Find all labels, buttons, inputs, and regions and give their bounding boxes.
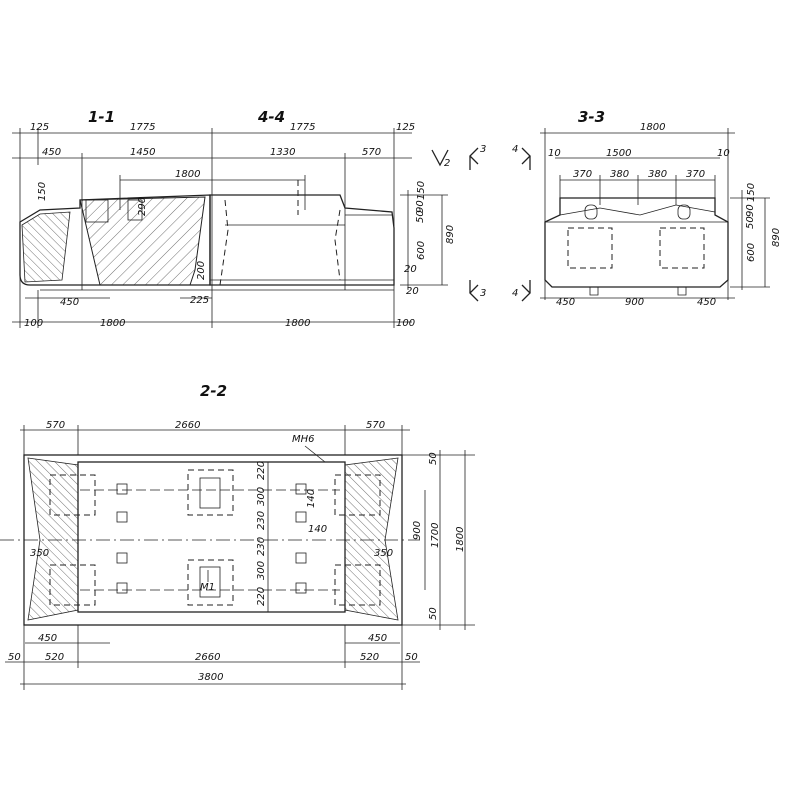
dim-380-a: 380 (610, 169, 629, 180)
dim-290: 290 (137, 197, 148, 216)
section-label-3-3: 3-3 (578, 108, 605, 126)
dim-10-right: 10 (717, 148, 730, 159)
dim-1500: 1500 (606, 148, 631, 159)
dim-100-right: 100 (396, 318, 415, 329)
section-mark-2: 2 (444, 158, 450, 169)
dim-200: 200 (196, 261, 207, 280)
block-right-elevation (209, 194, 395, 286)
dim-r90: 90 (415, 200, 426, 213)
dim-r50b: 50 (428, 607, 439, 620)
dim-2660-plan-top: 2660 (175, 420, 200, 431)
dim-450-plan-a: 450 (38, 633, 57, 644)
dim-1330: 1330 (270, 147, 295, 158)
dim-50-plan-b: 50 (405, 652, 418, 663)
dim-570-plan-a: 570 (46, 420, 65, 431)
dim-50-plan-a: 50 (8, 652, 21, 663)
dim-150-33: 150 (746, 183, 757, 202)
dim-1450: 1450 (130, 147, 155, 158)
dim-c230b: 230 (256, 537, 267, 556)
plan-2-2: 2-2 570 2660 570 МН6 (0, 382, 475, 690)
dim-450-33a: 450 (556, 297, 575, 308)
dim-570: 570 (362, 147, 381, 158)
dim-1775-left: 1775 (130, 122, 155, 133)
dim-125-left: 125 (30, 122, 49, 133)
dim-150-left: 150 (37, 182, 48, 201)
dim-370-b: 370 (686, 169, 705, 180)
dim-890-33: 890 (771, 228, 782, 247)
hatched-cut-area (79, 196, 206, 286)
dim-3800: 3800 (198, 672, 223, 683)
dim-100-left: 100 (24, 318, 43, 329)
section-label-1-1: 1-1 (88, 108, 115, 126)
dim-r50a: 50 (428, 452, 439, 465)
dim-450-bottom: 450 (60, 297, 79, 308)
dim-r890: 890 (445, 225, 456, 244)
dim-r150: 150 (416, 181, 427, 200)
dim-c300a: 300 (256, 487, 267, 506)
dim-r600: 600 (416, 241, 427, 260)
hatched-end-left (27, 457, 79, 621)
label-mn6: МН6 (292, 434, 315, 445)
section-3-3: 3-3 1800 10 1500 10 370 380 380 370 450 … (512, 108, 782, 308)
dim-r20b: 20 (406, 286, 419, 297)
dim-c230a: 230 (256, 511, 267, 530)
dim-450: 450 (42, 147, 61, 158)
dim-520-plan-b: 520 (360, 652, 379, 663)
hatched-end-area (21, 211, 71, 283)
dim-1800-br: 1800 (285, 318, 310, 329)
dim-90-33: 90 (745, 204, 756, 217)
dim-225: 225 (190, 295, 209, 306)
dim-c140b: 140 (308, 524, 327, 535)
dim-1775-right: 1775 (290, 122, 315, 133)
dim-c140a: 140 (306, 489, 317, 508)
dim-r50: 50 (415, 210, 426, 223)
dim-350-left: 350 (30, 548, 49, 559)
dim-10-left: 10 (548, 148, 561, 159)
dim-350-right: 350 (374, 548, 393, 559)
dim-450-33b: 450 (697, 297, 716, 308)
dim-r900: 900 (412, 521, 423, 540)
section-label-4-4: 4-4 (257, 108, 285, 126)
dim-450-plan-b: 450 (368, 633, 387, 644)
dim-380-b: 380 (648, 169, 667, 180)
dim-600-33: 600 (746, 243, 757, 262)
section-mark-3-top: 3 (480, 144, 486, 155)
section-1-1-4-4: 1-1 4-4 125 1775 1775 125 450 1450 1330 … (12, 108, 486, 329)
hatched-end-right (344, 457, 399, 621)
dim-1800-inner: 1800 (175, 169, 200, 180)
dim-125-right: 125 (396, 122, 415, 133)
dim-1800-bl: 1800 (100, 318, 125, 329)
dim-370-a: 370 (573, 169, 592, 180)
section-mark-4-bottom: 4 (512, 288, 518, 299)
section-label-2-2: 2-2 (200, 382, 227, 400)
dim-r1700: 1700 (430, 523, 441, 548)
dim-c300b: 300 (256, 561, 267, 580)
dim-570-plan-b: 570 (366, 420, 385, 431)
dim-520-plan-a: 520 (45, 652, 64, 663)
section-mark-4-top: 4 (512, 144, 518, 155)
label-m1: М1 (200, 582, 215, 593)
dim-1800-33: 1800 (640, 122, 665, 133)
dim-c220b: 220 (256, 587, 267, 606)
dim-2660-plan: 2660 (195, 652, 220, 663)
section-mark-3-bottom: 3 (480, 288, 486, 299)
dim-900-33: 900 (625, 297, 644, 308)
dim-r20a: 20 (404, 264, 417, 275)
dim-50-33: 50 (745, 216, 756, 229)
dim-r1800: 1800 (455, 527, 466, 552)
block-side-section (544, 197, 729, 288)
dim-c220a: 220 (256, 461, 267, 480)
